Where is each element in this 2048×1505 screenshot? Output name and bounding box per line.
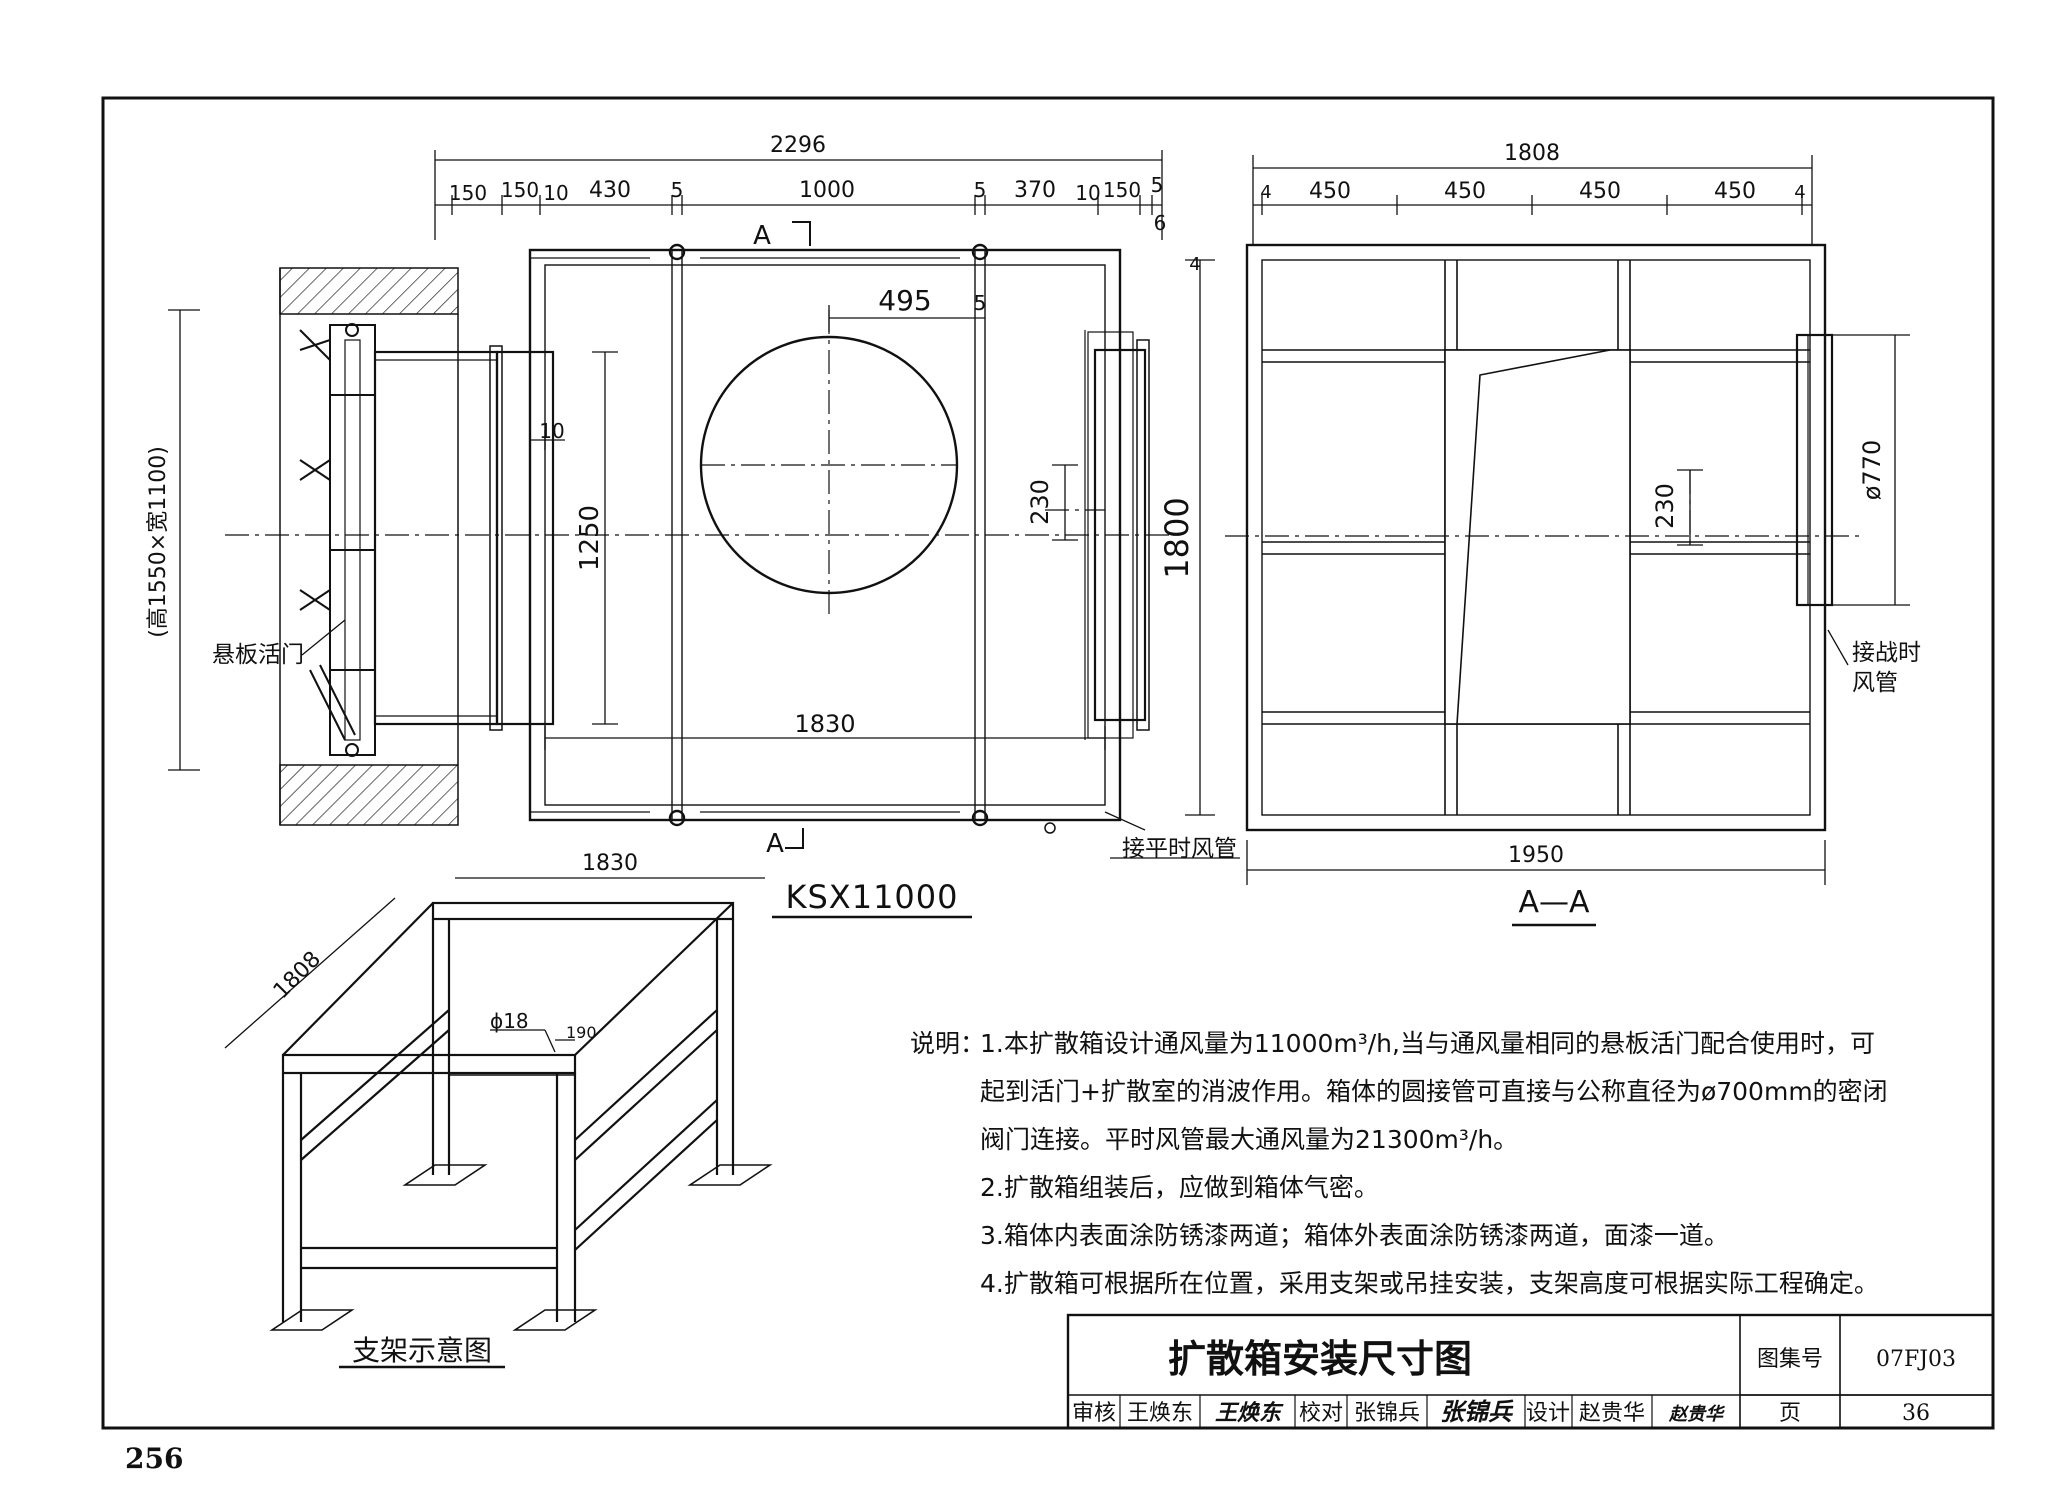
- model-label: KSX11000: [785, 878, 958, 916]
- section-dim-diameter: ø770: [1858, 440, 1886, 501]
- wall-bottom: [279, 764, 459, 826]
- pipe-label-normal: 接平时风管: [1122, 836, 1237, 862]
- plan-dim-6: 6: [1154, 211, 1167, 235]
- plan-dim-1250: 1250: [575, 505, 605, 571]
- plan-view-text: 2296 150 150 10 430 5 1000 5 370 10 150 …: [146, 133, 1237, 916]
- plan-dim-10b: 10: [1075, 181, 1100, 205]
- checker-signature: 张锦兵: [1440, 1398, 1514, 1426]
- title-block-text: 扩散箱安装尺寸图 图集号 07FJ03 页 36 审核 王焕东 王焕东 校对 张…: [1072, 1337, 1956, 1426]
- plan-dim-overall: 2296: [770, 133, 826, 158]
- note-line-5: 3.箱体内表面涂防锈漆两道；箱体外表面涂防锈漆两道，面漆一道。: [980, 1221, 1729, 1250]
- support-dim-1830: 1830: [582, 851, 638, 876]
- page-value: 36: [1902, 1401, 1930, 1426]
- section-outer: [1245, 243, 1827, 832]
- notes-heading: 说明：: [910, 1029, 985, 1058]
- section-dim-450b: 450: [1444, 179, 1486, 204]
- inlet-duct: [373, 345, 555, 731]
- support-caption: 支架示意图: [352, 1334, 492, 1367]
- plan-dim-1800: 1800: [1158, 497, 1196, 578]
- support-dim-phi: ϕ18: [490, 1009, 529, 1033]
- checker-name: 张锦兵: [1354, 1401, 1420, 1426]
- check-label: 校对: [1299, 1401, 1343, 1426]
- plan-dim-10-side: 10: [539, 419, 564, 443]
- plan-dim-5a: 5: [671, 178, 684, 202]
- note-line-3: 阀门连接。平时风管最大通风量为21300m³/h。: [980, 1125, 1518, 1154]
- section-dim-450c: 450: [1579, 179, 1621, 204]
- wall-opening-label: (高1550×宽1100): [146, 446, 171, 638]
- support-frame-view: [224, 877, 773, 1369]
- section-dim-450d: 450: [1714, 179, 1756, 204]
- section-dim-overall: 1808: [1504, 141, 1560, 166]
- plan-dim-150c: 150: [1103, 178, 1141, 202]
- drawing-title: 扩散箱安装尺寸图: [1168, 1337, 1472, 1381]
- support-dim-190: 190: [566, 1023, 597, 1042]
- section-dim-1950: 1950: [1508, 843, 1564, 868]
- plan-dim-150a: 150: [449, 181, 487, 205]
- plan-dim-5b: 5: [974, 178, 987, 202]
- diffuser-box-plan: [528, 243, 1122, 834]
- section-mark-bottom: A: [766, 829, 784, 859]
- note-line-4: 2.扩散箱组装后，应做到箱体气密。: [980, 1173, 1379, 1202]
- drawing-frame: [101, 96, 1995, 1430]
- design-label: 设计: [1526, 1401, 1570, 1426]
- designer-signature: 赵贵华: [1668, 1404, 1726, 1425]
- page-label: 页: [1779, 1401, 1801, 1426]
- section-dim-230: 230: [1651, 483, 1679, 529]
- plan-dim-150b: 150: [501, 178, 539, 202]
- support-view-text: 1830 1808 ϕ18 190 支架示意图: [269, 851, 638, 1367]
- plan-dim-370: 370: [1014, 178, 1056, 203]
- valve-label: 悬板活门: [212, 642, 304, 668]
- wall-top: [279, 267, 459, 315]
- suspended-valve: [299, 323, 376, 757]
- section-mark-top: A: [753, 221, 771, 251]
- wartime-pipe-label-1: 接战时: [1852, 640, 1921, 666]
- round-pipe-side: [1795, 333, 1834, 607]
- section-view-text: 1808 4 450 450 450 450 4 230 ø770 1950 接…: [1260, 141, 1921, 920]
- plan-dim-1830: 1830: [794, 710, 855, 738]
- reviewer-name: 王焕东: [1127, 1401, 1193, 1426]
- notes-block: 说明： 1.本扩散箱设计通风量为11000m³/h,当与通风量相同的悬板活门配合…: [910, 1029, 1888, 1298]
- reviewer-signature: 王焕东: [1215, 1400, 1284, 1426]
- plan-dim-10a: 10: [543, 181, 568, 205]
- review-label: 审核: [1072, 1401, 1116, 1426]
- title-block: [1066, 1313, 1995, 1430]
- atlas-label: 图集号: [1757, 1347, 1823, 1372]
- page-number: 256: [125, 1442, 183, 1475]
- note-line-2: 起到活门+扩散室的消波作用。箱体的圆接管可直接与公称直径为ø700mm的密闭: [980, 1077, 1888, 1106]
- note-line-1: 1.本扩散箱设计通风量为11000m³/h,当与通风量相同的悬板活门配合使用时，…: [980, 1029, 1875, 1058]
- plan-view: [168, 150, 1240, 919]
- plan-dim-430: 430: [589, 178, 631, 203]
- support-dim-1808: 1808: [269, 947, 326, 1004]
- note-line-6: 4.扩散箱可根据所在位置，采用支架或吊挂安装，支架高度可根据实际工程确定。: [980, 1269, 1879, 1298]
- atlas-code: 07FJ03: [1876, 1347, 1956, 1372]
- plan-dim-5c: 5: [1151, 173, 1164, 197]
- section-dim-4a: 4: [1260, 182, 1271, 203]
- plan-dim-5-side: 5: [974, 291, 987, 315]
- section-dim-450a: 450: [1309, 179, 1351, 204]
- section-view: [1225, 155, 1910, 927]
- designer-name: 赵贵华: [1579, 1401, 1645, 1426]
- plan-dim-1000: 1000: [799, 178, 855, 203]
- plan-dim-4: 4: [1189, 254, 1200, 275]
- plan-dim-230: 230: [1026, 479, 1054, 525]
- section-label: A—A: [1518, 885, 1590, 920]
- plan-dim-495: 495: [878, 284, 931, 317]
- section-dim-4b: 4: [1794, 182, 1805, 203]
- wartime-pipe-label-2: 风管: [1852, 670, 1898, 696]
